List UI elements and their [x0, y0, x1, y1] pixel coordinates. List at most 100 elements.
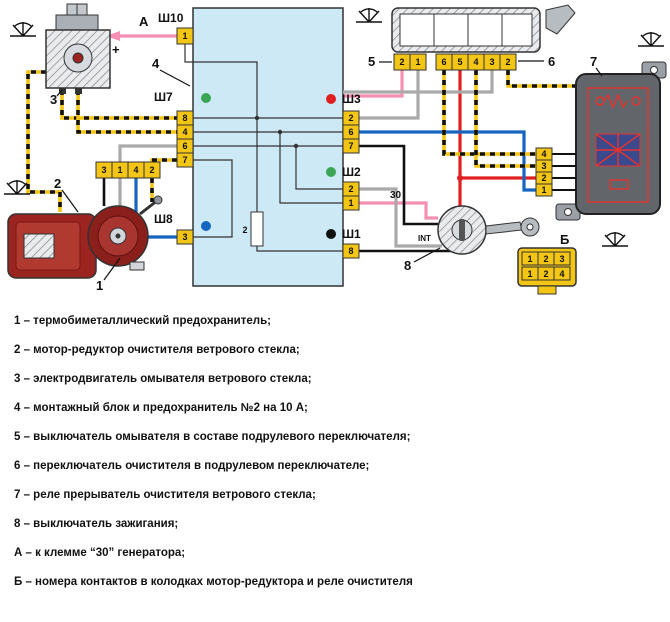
block-internal-wiring: [184, 44, 343, 252]
sh7-pin: 6: [182, 141, 187, 151]
callout-a: А: [139, 14, 149, 29]
sh2-pins: 2 1: [342, 181, 360, 211]
plus-sign: +: [112, 42, 120, 57]
sh8-label: Ш8: [154, 212, 173, 226]
legend-item-a: А – к клемме “30” генератора;: [14, 546, 186, 559]
wiper-relay: [552, 61, 667, 221]
washer-motor: [45, 3, 111, 94]
b-pin: 1: [527, 254, 532, 264]
sh2-pin: 1: [348, 198, 353, 208]
wiper-switch-pin: 6: [441, 57, 446, 67]
relay-pin-stubs: [552, 153, 576, 191]
callout-4: 4: [152, 56, 160, 71]
sh3-dot: [326, 94, 336, 104]
wire-hatched-washer-2: [76, 90, 177, 134]
sh7-pin: 4: [182, 127, 187, 137]
junction-red: [457, 175, 463, 181]
wire-hatched-switch-relay-3: [506, 70, 576, 88]
wire-gray-switch-sh3: [359, 70, 420, 120]
relay-circuit: [587, 87, 649, 203]
legend: 1 – термобиметаллический предохранитель;…: [14, 306, 662, 596]
sh2-dot: [326, 167, 336, 177]
callout-6: 6: [548, 54, 555, 69]
b-pin: 1: [527, 269, 532, 279]
terminal-30-label: 30: [390, 190, 402, 201]
callout-b: Б: [560, 232, 569, 247]
mounting-block: [192, 7, 344, 287]
wiper-switch-pin: 3: [489, 57, 494, 67]
fuse-2: [250, 211, 264, 247]
motor-pin: 3: [101, 165, 106, 175]
sh2-pin: 2: [348, 184, 353, 194]
sh2-label: Ш2: [342, 165, 361, 179]
legend-item-4: 4 – монтажный блок и предохранитель №2 н…: [14, 401, 308, 414]
sh1-dot: [326, 229, 336, 239]
ignition-switch: [437, 205, 540, 255]
arrowhead-a: [106, 31, 120, 41]
wiper-switch-pin: 5: [457, 57, 462, 67]
motor-connector: 3 1 4 2: [95, 161, 161, 179]
legend-item-2: 2 – мотор-редуктор очистителя ветрового …: [14, 343, 300, 356]
wire-gray-motor-top: [118, 144, 177, 162]
callout-3: 3: [50, 92, 57, 107]
b-pin: 2: [543, 254, 548, 264]
wire-hatched-switch-relay-1: [442, 70, 536, 156]
sh1-pins: 8: [342, 243, 360, 259]
relay-pin: 4: [541, 149, 546, 159]
sh3-pin: 6: [348, 127, 353, 137]
wire-gray-switch-block: [343, 70, 494, 94]
column-switch-housing: [391, 4, 576, 53]
wire-black-sh3-ignition: [359, 144, 438, 226]
int-label: INT: [418, 234, 431, 243]
b-connector: 1 2 3 1 2 4: [517, 247, 577, 295]
legend-item-7: 7 – реле прерыватель очистителя ветровог…: [14, 488, 316, 501]
legend-item-b: Б – номера контактов в колодках мотор-ре…: [14, 575, 413, 588]
sh1-pin: 8: [348, 246, 353, 256]
relay-pin: 1: [541, 185, 546, 195]
legend-item-6: 6 – переключатель очистителя в подрулево…: [14, 459, 370, 472]
callout-1: 1: [96, 278, 103, 293]
sh1-label: Ш1: [342, 227, 361, 241]
wire-hatched-left-edge: [26, 70, 62, 212]
motor-pin: 4: [133, 165, 138, 175]
sh7-label: Ш7: [154, 90, 173, 104]
sh7-pin: 7: [182, 155, 187, 165]
b-pin: 2: [543, 269, 548, 279]
sh3-pin: 7: [348, 141, 353, 151]
sh3-pin: 2: [348, 113, 353, 123]
wires: [26, 31, 576, 253]
sh7-dot: [201, 93, 211, 103]
relay-connector: 4 3 2 1: [535, 147, 553, 197]
legend-item-1: 1 – термобиметаллический предохранитель;: [14, 314, 271, 327]
wiper-motor-reducer: [7, 195, 163, 279]
b-pin: 3: [559, 254, 564, 264]
wiper-switch-pin: 2: [505, 57, 510, 67]
wire-gray-ignition: [359, 187, 442, 248]
motor-pin: 2: [149, 165, 154, 175]
legend-item-5: 5 – выключатель омывателя в составе подр…: [14, 430, 411, 443]
callout-7: 7: [590, 54, 597, 69]
switch-lever: [545, 4, 576, 35]
callout-8: 8: [404, 258, 411, 273]
sh8-dot: [201, 221, 211, 231]
relay-pin: 3: [541, 161, 546, 171]
sh3-label: Ш3: [342, 92, 361, 106]
callout-leaders: [56, 60, 603, 281]
sh7-pin: 8: [182, 113, 187, 123]
wire-hatched-washer-1: [60, 90, 177, 120]
relay-pin: 2: [541, 173, 546, 183]
wire-pink-switch: [343, 70, 404, 98]
wire-hatched-switch-relay-2: [474, 70, 536, 168]
sh10-label: Ш10: [158, 11, 184, 25]
sh8-pins: 3: [176, 229, 194, 245]
washer-switch-pin: 2: [399, 57, 404, 67]
sh10-pins: 1: [176, 27, 194, 45]
motor-pin: 1: [117, 165, 122, 175]
b-pin: 4: [559, 269, 564, 279]
sh7-pins: 8 4 6 7: [176, 110, 194, 168]
washer-switch-pin: 1: [415, 57, 420, 67]
sh10-pin: 1: [182, 31, 187, 41]
fuse-2-label: 2: [242, 225, 247, 235]
sh3-pins: 2 6 7: [342, 110, 360, 154]
